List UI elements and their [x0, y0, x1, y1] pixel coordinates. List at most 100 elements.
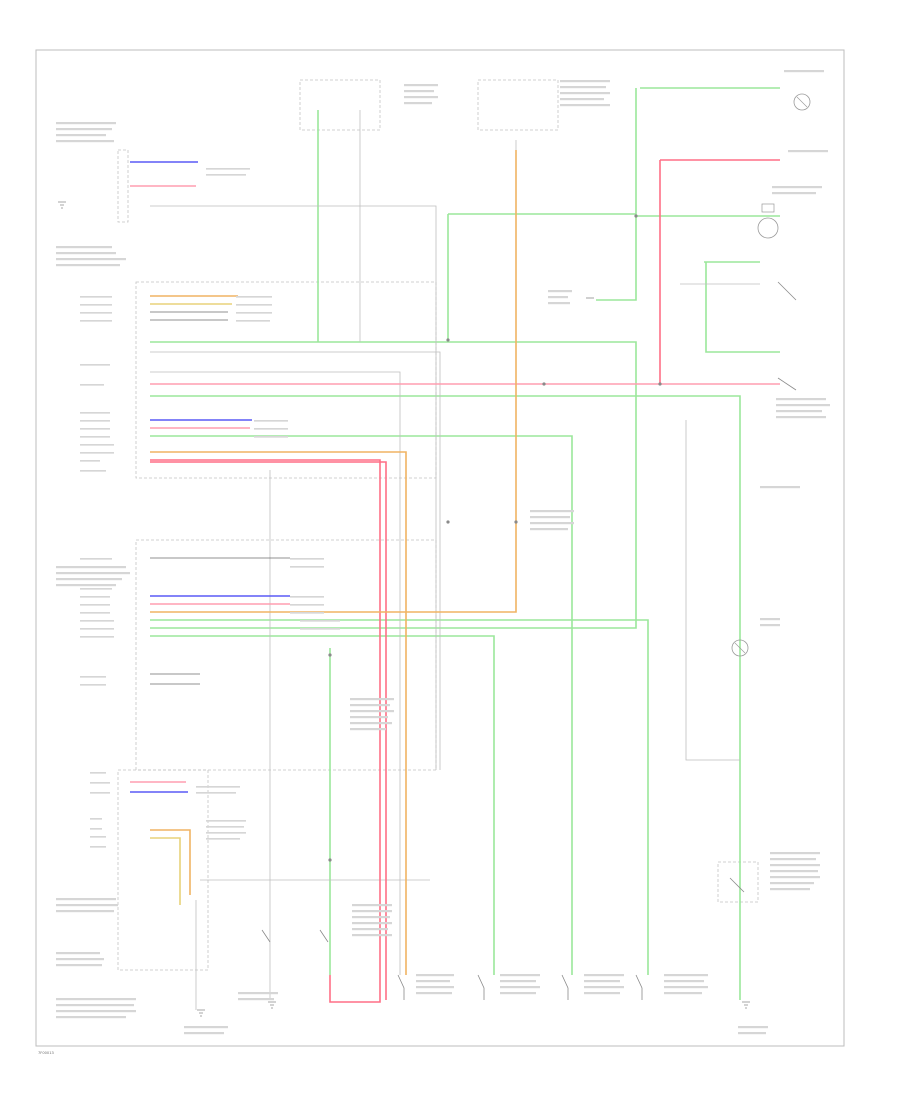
- wire-green: [150, 619, 649, 975]
- faint-label: [770, 852, 820, 855]
- faint-label: [664, 980, 704, 983]
- symbol-layer: [58, 93, 811, 1017]
- faint-label: [738, 1026, 768, 1029]
- faint-label: [404, 90, 434, 93]
- faint-label: [196, 792, 236, 794]
- wire-red: [150, 459, 381, 1003]
- faint-label: [530, 522, 574, 525]
- faint-label: [770, 864, 820, 867]
- faint-label: [206, 820, 246, 822]
- footer-code: 7F00013: [38, 1051, 54, 1055]
- faint-label: [56, 910, 114, 913]
- faint-label: [206, 838, 240, 840]
- faint-label: [416, 980, 450, 983]
- faint-label: [738, 1032, 766, 1035]
- faint-label: [404, 96, 438, 99]
- faint-label: [80, 312, 112, 314]
- faint-label: [80, 684, 106, 686]
- faint-label: [56, 584, 116, 587]
- faint-label: [206, 174, 246, 176]
- faint-label: [80, 588, 112, 590]
- faint-label: [352, 922, 392, 925]
- faint-label: [772, 192, 816, 195]
- bulb-icon: [731, 639, 749, 657]
- faint-label: [760, 624, 780, 627]
- faint-label: [184, 1026, 228, 1029]
- faint-label: [90, 846, 106, 848]
- diagram-border: [35, 49, 845, 1047]
- wire-orange: [150, 150, 517, 613]
- faint-label: [56, 952, 100, 955]
- faint-label: [350, 716, 388, 719]
- faint-label: [352, 916, 390, 919]
- wire-orange: [150, 829, 191, 895]
- wire-green: [150, 341, 637, 629]
- wire-gray: [150, 351, 441, 770]
- faint-label: [560, 104, 610, 107]
- faint-label: [80, 628, 114, 630]
- faint-label: [254, 436, 288, 438]
- faint-label: [772, 186, 822, 189]
- relay-box-top: [477, 79, 559, 131]
- faint-label: [776, 404, 830, 407]
- faint-label: [238, 992, 278, 995]
- faint-label: [80, 420, 110, 422]
- ground-icon: [58, 201, 750, 1017]
- faint-label: [416, 986, 454, 989]
- faint-label: [80, 428, 110, 430]
- wire-green: [705, 262, 780, 353]
- faint-label: [350, 728, 386, 731]
- faint-label: [90, 772, 106, 774]
- faint-label: [80, 320, 112, 322]
- faint-label: [548, 290, 572, 293]
- faint-label: [80, 296, 112, 298]
- faint-label: [760, 618, 780, 621]
- faint-label: [236, 296, 272, 298]
- faint-label: [56, 128, 112, 131]
- door-switch-icon: [261, 281, 797, 1000]
- faint-label: [290, 566, 324, 568]
- wire-green: [150, 635, 495, 975]
- faint-label: [352, 934, 392, 937]
- faint-label: [416, 992, 452, 995]
- faint-label: [80, 620, 114, 622]
- faint-label: [290, 612, 324, 614]
- faint-label: [90, 782, 110, 784]
- faint-label: [80, 436, 110, 438]
- wire-green: [150, 395, 741, 1000]
- faint-label: [254, 428, 288, 430]
- wire-green: [596, 88, 637, 301]
- faint-label: [404, 102, 432, 105]
- bulb-filament-icon: [796, 96, 808, 108]
- wire-red: [150, 461, 387, 1000]
- faint-label: [560, 98, 604, 101]
- wire-gray: [685, 420, 740, 761]
- faint-label: [300, 628, 340, 630]
- faint-label: [206, 826, 244, 828]
- faint-label: [56, 258, 126, 261]
- faint-label: [500, 980, 536, 983]
- wire-gray: [150, 371, 401, 975]
- faint-label: [500, 986, 540, 989]
- splice-points: [328, 214, 662, 862]
- label-layer: [56, 70, 830, 1035]
- faint-label: [80, 460, 100, 462]
- faint-label: [80, 364, 110, 366]
- faint-label: [664, 974, 708, 977]
- faint-label: [350, 710, 394, 713]
- faint-label: [404, 84, 438, 87]
- faint-label: [290, 596, 324, 598]
- actuator-housing-icon: [761, 203, 775, 213]
- faint-label: [770, 882, 814, 885]
- faint-label: [56, 898, 116, 901]
- wire-green: [150, 435, 573, 975]
- passenger-unit-box: [135, 539, 437, 771]
- faint-label: [770, 858, 816, 861]
- faint-label: [290, 604, 324, 606]
- faint-label: [56, 134, 106, 137]
- wire-yellow: [150, 837, 181, 905]
- faint-label: [350, 698, 394, 701]
- faint-label: [530, 528, 568, 531]
- faint-label: [56, 246, 112, 249]
